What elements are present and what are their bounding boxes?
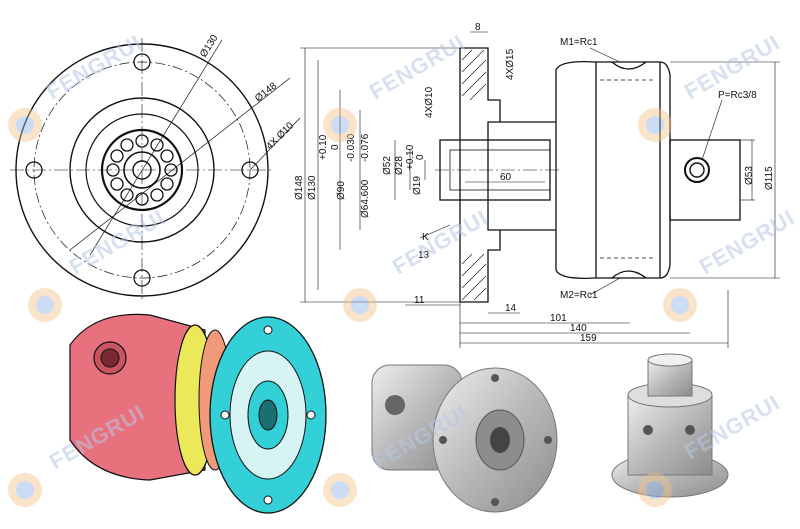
cad-render xyxy=(69,313,327,514)
label-dim-11: 11 xyxy=(414,295,425,306)
section-port-m1 xyxy=(611,61,647,70)
label-bore-length: 60 xyxy=(500,172,512,183)
label-d148: Ø148 xyxy=(294,175,305,200)
label-dim-13: 13 xyxy=(418,250,430,261)
label-d28: Ø28 xyxy=(394,156,405,175)
section-flange-hatch xyxy=(461,49,487,301)
label-dim-159: 159 xyxy=(580,333,597,344)
label-holes-15: 4XØ15 xyxy=(505,48,516,80)
label-dim-14: 14 xyxy=(505,303,517,314)
section-view xyxy=(300,31,780,348)
section-flange xyxy=(459,47,501,303)
front-leader-holes xyxy=(249,117,301,171)
label-dim-140: 140 xyxy=(570,323,587,334)
label-d19-tol: +0.10 xyxy=(405,144,416,170)
front-label-d148: Ø148 xyxy=(253,80,279,104)
label-port-m2: M2=Rc1 xyxy=(560,290,598,301)
section-port-m2 xyxy=(611,270,647,279)
label-tol-minus1: -0.030 xyxy=(346,133,357,162)
label-d130: Ø130 xyxy=(307,175,318,200)
label-dim-101: 101 xyxy=(550,313,567,324)
section-port-p xyxy=(684,157,710,183)
label-d52: Ø52 xyxy=(382,156,393,175)
section-dimension-lines xyxy=(300,31,780,348)
label-d19: Ø19 xyxy=(412,176,423,195)
label-port-m1: M1=Rc1 xyxy=(560,37,598,48)
label-tol-plus: +0.10 xyxy=(318,134,329,160)
front-label-d130: Ø130 xyxy=(198,33,221,60)
label-d53: Ø53 xyxy=(744,166,755,185)
label-tol-minus2: -0.076 xyxy=(360,133,371,162)
section-extension xyxy=(669,139,741,221)
product-photo-front xyxy=(371,364,558,513)
front-leader-130 xyxy=(89,39,223,256)
label-holes-10: 4XØ10 xyxy=(424,86,435,118)
photo2-body xyxy=(627,394,713,476)
watermark-text: FENGRUI xyxy=(42,30,146,105)
front-label-holes: 4X Ø10 xyxy=(264,120,296,152)
label-tol-zero: 0 xyxy=(330,144,341,150)
label-d19-tol0: 0 xyxy=(415,154,426,160)
product-photo-upright xyxy=(611,353,729,498)
watermark-text: FENGRUI xyxy=(388,205,492,280)
label-port-p: P=Rc3/8 xyxy=(718,90,757,101)
front-view xyxy=(10,38,301,302)
label-d64: Ø64.600 xyxy=(360,179,371,218)
label-detail-k: K xyxy=(422,232,429,243)
section-body xyxy=(555,61,671,279)
photo2-top xyxy=(647,359,693,397)
label-d115: Ø115 xyxy=(764,166,775,190)
label-d90: Ø90 xyxy=(336,181,347,200)
watermark-logo-icons xyxy=(8,108,697,507)
watermark-text: FENGRUI xyxy=(365,30,469,105)
label-top-width: 8 xyxy=(475,22,481,33)
watermark-text: FENGRUI xyxy=(695,205,799,280)
front-leader-148 xyxy=(69,77,291,251)
